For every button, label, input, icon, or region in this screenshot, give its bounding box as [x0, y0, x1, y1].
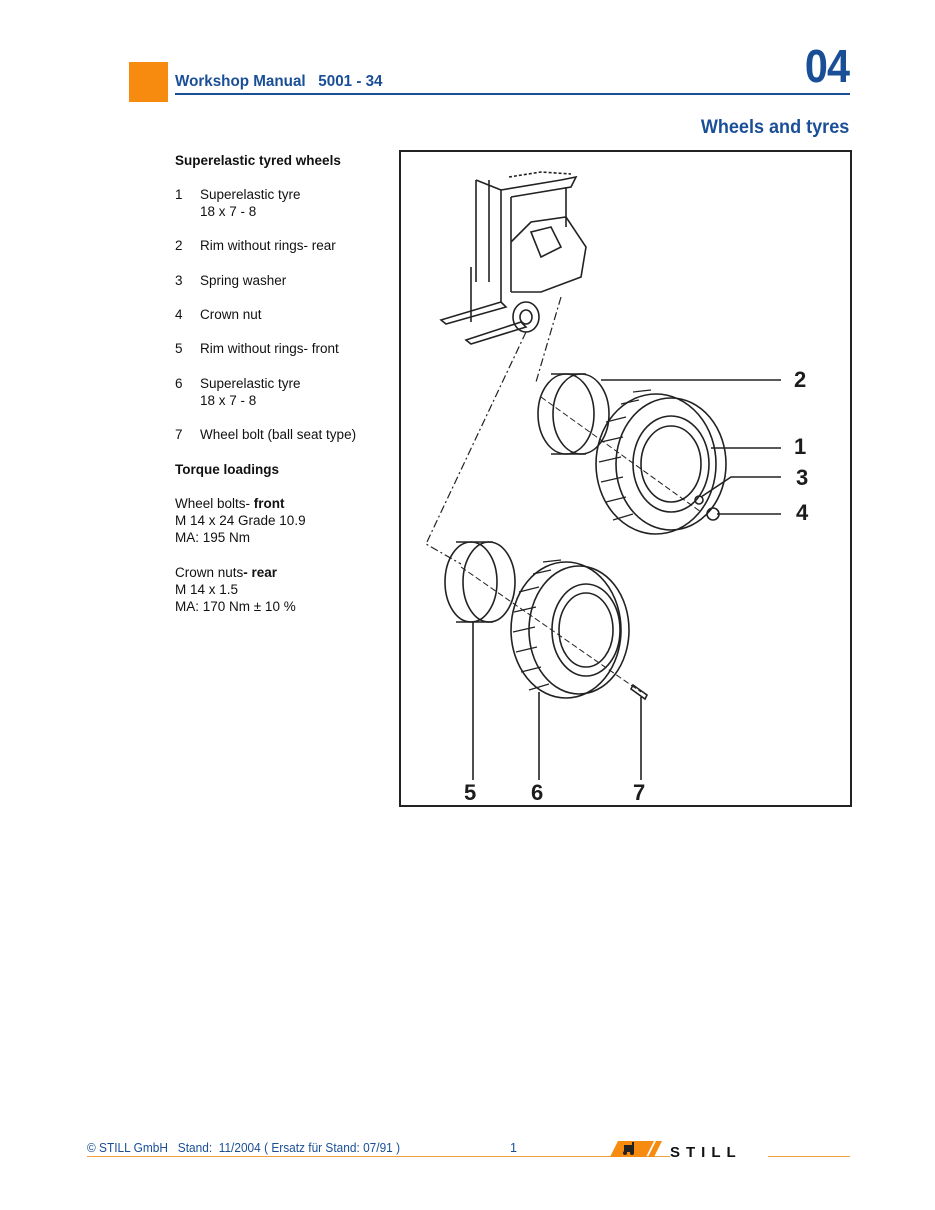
- part-label: Superelastic tyre: [200, 187, 301, 202]
- callout-6: 6: [531, 780, 544, 805]
- section-title: Wheels and tyres: [700, 117, 849, 138]
- footer-copyright: © STILL GmbH Stand: 11/2004 ( Ersatz für…: [87, 1141, 401, 1155]
- torque-front-spec: M 14 x 24 Grade 10.9: [175, 513, 306, 528]
- part-number: 7: [175, 427, 183, 442]
- part-label: Wheel bolt (ball seat type): [200, 427, 357, 442]
- torque-front: Wheel bolts- front M 14 x 24 Grade 10.9 …: [175, 495, 306, 546]
- callout-2: 2: [794, 367, 807, 392]
- chapter-number: 04: [804, 40, 850, 92]
- torque-front-emphasis: front: [253, 496, 285, 511]
- part-number: 4: [175, 307, 183, 322]
- part-number: 5: [175, 341, 183, 356]
- logo-text: STILL: [670, 1144, 742, 1159]
- torque-rear-spec: M 14 x 1.5: [175, 582, 239, 597]
- part-item: 1 Superelastic tyre 18 x 7 - 8: [175, 186, 301, 220]
- exploded-wheel-diagram: 2 1 3 4 5 6 7: [399, 150, 852, 807]
- manual-title: Workshop Manual 5001 - 34: [175, 73, 383, 90]
- part-item: 6 Superelastic tyre 18 x 7 - 8: [175, 375, 301, 409]
- part-detail: 18 x 7 - 8: [200, 393, 257, 408]
- wheel-assembly-illustration: [425, 171, 781, 780]
- torque-heading: Torque loadings: [175, 462, 279, 477]
- torque-rear-value: MA: 170 Nm ± 10 %: [175, 599, 296, 614]
- part-number: 6: [175, 376, 183, 391]
- part-item: 7 Wheel bolt (ball seat type): [175, 426, 356, 443]
- header-divider: [175, 93, 850, 95]
- part-number: 2: [175, 238, 183, 253]
- callout-3: 3: [796, 465, 809, 490]
- callout-7: 7: [633, 780, 646, 805]
- part-detail: 18 x 7 - 8: [200, 204, 257, 219]
- callout-1: 1: [794, 434, 807, 459]
- still-forklift-logo-icon: STILL: [610, 1141, 768, 1161]
- part-label: Rim without rings- rear: [200, 238, 336, 253]
- part-item: 3 Spring washer: [175, 272, 286, 289]
- part-number: 1: [175, 187, 183, 202]
- orange-accent-square: [129, 62, 168, 102]
- part-item: 2 Rim without rings- rear: [175, 237, 336, 254]
- part-item: 4 Crown nut: [175, 306, 262, 323]
- torque-rear-prefix: Crown nuts: [175, 565, 244, 580]
- torque-front-prefix: Wheel bolts-: [175, 496, 254, 511]
- part-item: 5 Rim without rings- front: [175, 340, 339, 357]
- page-number: 1: [510, 1141, 517, 1155]
- torque-front-value: MA: 195 Nm: [175, 530, 251, 545]
- torque-rear: Crown nuts- rear M 14 x 1.5 MA: 170 Nm ±…: [175, 564, 296, 615]
- part-label: Superelastic tyre: [200, 376, 301, 391]
- callout-5: 5: [464, 780, 477, 805]
- still-logo: STILL: [610, 1139, 768, 1161]
- callout-4: 4: [796, 500, 809, 525]
- part-label: Spring washer: [200, 273, 287, 288]
- footer-divider: [87, 1156, 850, 1157]
- part-label: Rim without rings- front: [200, 341, 339, 356]
- parts-heading: Superelastic tyred wheels: [175, 153, 341, 168]
- torque-rear-emphasis: - rear: [243, 565, 278, 580]
- part-number: 3: [175, 273, 183, 288]
- part-label: Crown nut: [200, 307, 262, 322]
